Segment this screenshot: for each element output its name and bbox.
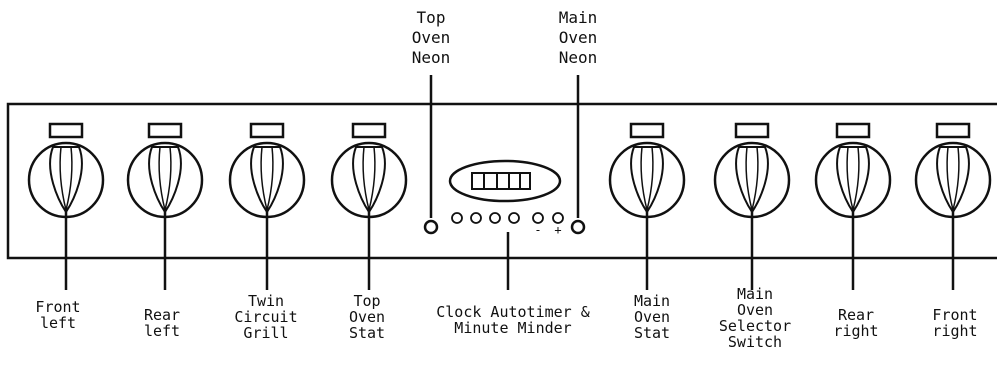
knob-grip-line-top-oven-stat bbox=[362, 146, 370, 211]
knob-tab-twin-circuit-grill bbox=[249, 122, 285, 139]
knob-layer bbox=[27, 122, 992, 290]
label-twin-circuit-grill: Twin Circuit Grill bbox=[234, 292, 298, 342]
knob-grip-line-front-left bbox=[65, 146, 73, 211]
clock-button bbox=[470, 212, 482, 224]
label-front-left: Front left bbox=[35, 298, 81, 332]
knob-grip-line-twin-circuit-grill bbox=[266, 146, 274, 211]
plus-symbol: + bbox=[554, 223, 561, 237]
knob-front-left bbox=[27, 141, 105, 219]
knob-tab-main-oven-stat bbox=[629, 122, 665, 139]
knob-twin-circuit-grill bbox=[228, 141, 306, 219]
clock-button bbox=[489, 212, 501, 224]
clock-buttons bbox=[451, 212, 564, 224]
clock-button bbox=[451, 212, 463, 224]
top-oven-neon-lamp bbox=[423, 219, 439, 235]
knob-grip-line-front-right bbox=[946, 146, 954, 211]
knob-top-oven-stat bbox=[330, 141, 408, 219]
knob-grip-line-main-oven-stat bbox=[646, 146, 654, 211]
knob-rear-right bbox=[814, 141, 892, 219]
knob-tab-front-left bbox=[48, 122, 84, 139]
label-top-oven-stat: Top Oven Stat bbox=[348, 292, 386, 342]
knob-grip-line-rear-left bbox=[158, 146, 166, 211]
knob-grip-line-main-oven-selector-switch bbox=[751, 146, 759, 211]
label-rear-left: Rear left bbox=[143, 306, 181, 340]
clock-button-plus bbox=[552, 212, 564, 224]
label-main-oven-neon: Main Oven Neon bbox=[558, 8, 598, 67]
label-main-oven-selector-switch: Main Oven Selector Switch bbox=[718, 285, 792, 351]
knob-grip-line-twin-circuit-grill bbox=[260, 146, 268, 211]
knob-tab-top-oven-stat bbox=[351, 122, 387, 139]
clock-button-minus bbox=[532, 212, 544, 224]
knob-grip-line-front-left bbox=[59, 146, 67, 211]
knob-main-oven-stat bbox=[608, 141, 686, 219]
label-clock-autotimer: Clock Autotimer & Minute Minder bbox=[436, 303, 590, 337]
knob-main-oven-selector-switch bbox=[713, 141, 791, 219]
knob-grip-line-rear-left bbox=[164, 146, 172, 211]
label-main-oven-stat: Main Oven Stat bbox=[633, 292, 671, 342]
knob-grip-line-front-right bbox=[952, 146, 960, 211]
minus-symbol: - bbox=[534, 223, 541, 237]
knob-grip-line-rear-right bbox=[846, 146, 854, 211]
knob-grip-line-main-oven-selector-switch bbox=[745, 146, 753, 211]
clock-button bbox=[508, 212, 520, 224]
label-top-oven-neon: Top Oven Neon bbox=[411, 8, 451, 67]
knob-grip-line-main-oven-stat bbox=[640, 146, 648, 211]
knob-tab-main-oven-selector-switch bbox=[734, 122, 770, 139]
knob-grip-line-rear-right bbox=[852, 146, 860, 211]
knob-tab-rear-right bbox=[835, 122, 871, 139]
label-front-right: Front right bbox=[932, 306, 978, 340]
knob-rear-left bbox=[126, 141, 204, 219]
knob-grip-line-top-oven-stat bbox=[368, 146, 376, 211]
knob-front-right bbox=[914, 141, 992, 219]
label-rear-right: Rear right bbox=[833, 306, 879, 340]
knob-tab-front-right bbox=[935, 122, 971, 139]
clock-display bbox=[471, 172, 531, 190]
knob-tab-rear-left bbox=[147, 122, 183, 139]
main-oven-neon-lamp bbox=[570, 219, 586, 235]
